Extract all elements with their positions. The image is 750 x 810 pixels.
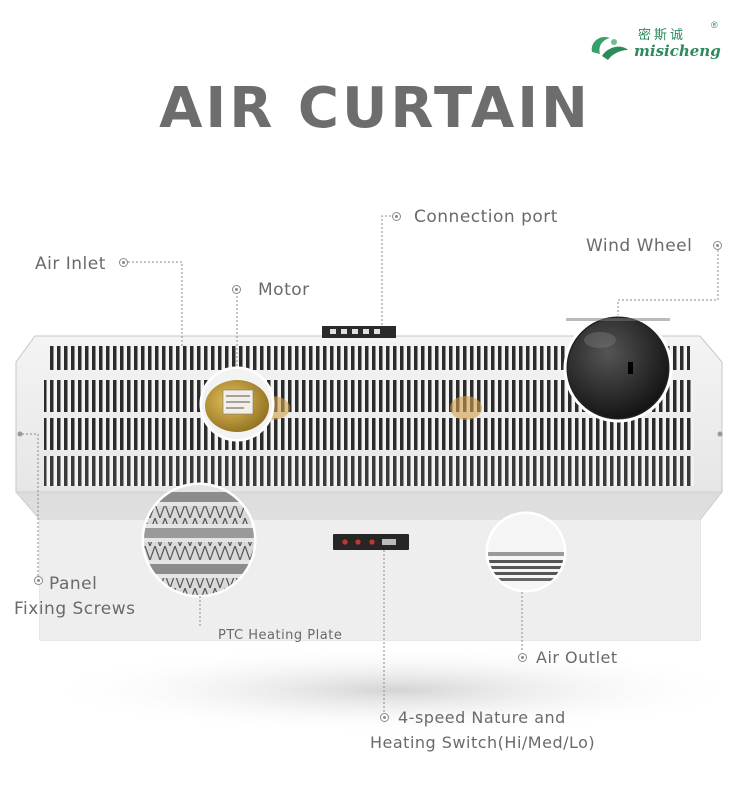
label-switch-line2: Heating Switch(Hi/Med/Lo): [370, 733, 596, 752]
dot-panel-screws: [34, 576, 43, 585]
dot-connection-port: [392, 212, 401, 221]
floor-shadow: [35, 645, 750, 735]
leader-wind-wheel: [617, 246, 719, 315]
dot-air-inlet: [119, 258, 128, 267]
dot-air-outlet: [518, 653, 527, 662]
dot-wind-wheel: [713, 241, 722, 250]
label-air-outlet: Air Outlet: [536, 648, 618, 667]
label-panel-line1: Panel: [49, 574, 98, 594]
label-wind-wheel: Wind Wheel: [586, 236, 693, 256]
leader-panel-screws: [20, 433, 39, 580]
label-motor: Motor: [258, 280, 310, 300]
label-panel-line2: Fixing Screws: [14, 599, 136, 619]
wind-wheel-closeup: [563, 313, 673, 423]
ptc-closeup: [141, 482, 257, 598]
slot-row-3: [44, 456, 694, 486]
logo-chinese-text: 密斯诚: [638, 28, 687, 43]
dot-switch: [380, 713, 389, 722]
dot-motor: [232, 285, 241, 294]
brand-logo: 密斯诚 ® misicheng: [588, 20, 728, 66]
motor-closeup: [199, 366, 275, 442]
leader-connection-port: [381, 215, 395, 326]
slot-row-2: [44, 418, 694, 450]
label-air-inlet: Air Inlet: [35, 254, 106, 274]
label-ptc: PTC Heating Plate: [218, 628, 343, 643]
air-outlet-closeup: [485, 511, 567, 593]
leaf-logo-icon: [591, 36, 628, 60]
label-connection-port: Connection port: [414, 207, 558, 227]
leader-air-inlet: [128, 261, 183, 348]
registered-mark: ®: [711, 20, 718, 30]
logo-brand-text: misicheng: [634, 42, 721, 60]
page-title: AIR CURTAIN: [159, 76, 591, 141]
label-switch-line1: 4-speed Nature and: [398, 708, 566, 727]
